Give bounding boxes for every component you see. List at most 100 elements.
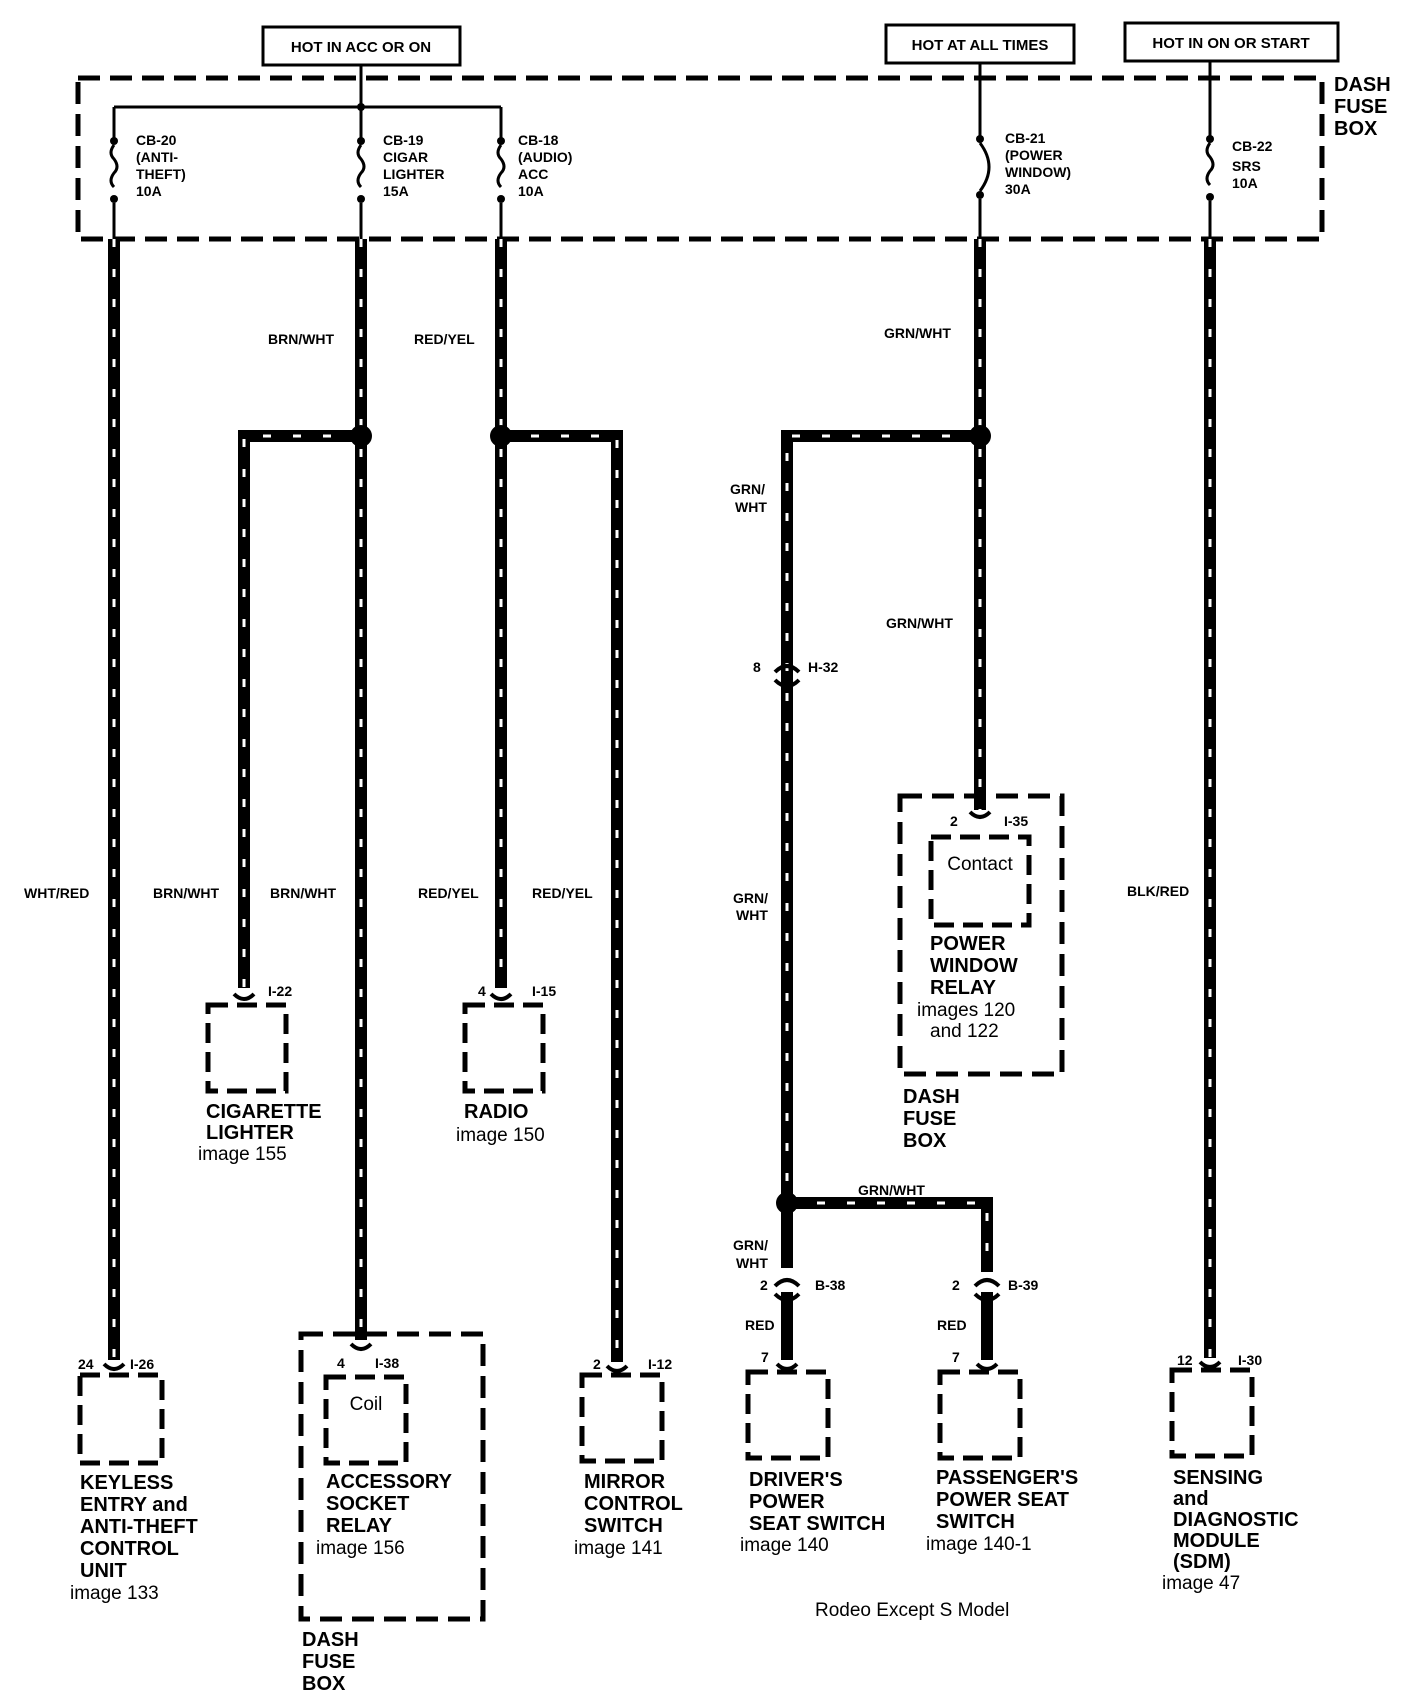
fuse-cb18 <box>496 107 506 239</box>
svg-text:GRN/: GRN/ <box>733 1237 768 1253</box>
svg-text:KEYLESS: KEYLESS <box>80 1472 173 1494</box>
svg-text:RED/YEL: RED/YEL <box>418 885 479 901</box>
svg-text:I-12: I-12 <box>648 1356 672 1372</box>
svg-text:image 140: image 140 <box>740 1535 829 1556</box>
svg-text:15A: 15A <box>383 183 409 199</box>
svg-text:WHT/RED: WHT/RED <box>24 885 89 901</box>
svg-text:BOX: BOX <box>1334 118 1378 140</box>
svg-text:POWER: POWER <box>930 933 1006 955</box>
fuse-cb20 <box>109 107 119 239</box>
svg-text:GRN/WHT: GRN/WHT <box>858 1182 925 1198</box>
svg-text:SRS: SRS <box>1232 158 1261 174</box>
svg-text:2: 2 <box>593 1356 601 1372</box>
svg-text:10A: 10A <box>1232 175 1258 191</box>
connector-b39-symbol <box>973 1278 1001 1302</box>
wire-stripes <box>112 239 1212 1362</box>
svg-text:UNIT: UNIT <box>80 1560 127 1582</box>
svg-text:image 150: image 150 <box>456 1125 545 1146</box>
svg-text:I-15: I-15 <box>532 983 556 999</box>
svg-text:WINDOW): WINDOW) <box>1005 164 1071 180</box>
svg-text:12: 12 <box>1177 1352 1193 1368</box>
svg-text:7: 7 <box>952 1349 960 1365</box>
svg-text:RED: RED <box>745 1317 775 1333</box>
svg-text:I-30: I-30 <box>1238 1352 1262 1368</box>
svg-text:LIGHTER: LIGHTER <box>206 1122 294 1144</box>
svg-text:LIGHTER: LIGHTER <box>383 166 444 182</box>
svg-text:WINDOW: WINDOW <box>930 955 1018 977</box>
svg-text:Coil: Coil <box>350 1394 383 1415</box>
fuse-cb20-label: CB-20 (ANTI- THEFT) 10A <box>136 132 186 199</box>
svg-text:BRN/WHT: BRN/WHT <box>153 885 220 901</box>
svg-text:FUSE: FUSE <box>903 1108 956 1130</box>
header-start: HOT IN ON OR START <box>1123 21 1340 63</box>
svg-text:THEFT): THEFT) <box>136 166 186 182</box>
svg-text:GRN/: GRN/ <box>733 890 768 906</box>
svg-text:CB-18: CB-18 <box>518 132 559 148</box>
component-driver-seat-switch: DRIVER'S POWER SEAT SWITCH image 140 <box>740 1369 885 1556</box>
svg-text:ACCESSORY: ACCESSORY <box>326 1471 453 1493</box>
fuse-cb22-label: CB-22 SRS 10A <box>1232 138 1273 191</box>
svg-text:DIAGNOSTIC: DIAGNOSTIC <box>1173 1509 1299 1531</box>
svg-text:2: 2 <box>952 1277 960 1293</box>
header-start-label: HOT IN ON OR START <box>1152 35 1309 52</box>
connector-b38-symbol <box>773 1278 801 1302</box>
component-power-window-relay: Contact POWER WINDOW RELAY images 120 an… <box>897 793 1065 1152</box>
svg-text:CONTROL: CONTROL <box>80 1538 179 1560</box>
svg-text:RED/YEL: RED/YEL <box>532 885 593 901</box>
svg-text:WHT: WHT <box>736 907 768 923</box>
splice-cb18 <box>490 425 512 447</box>
svg-text:BRN/WHT: BRN/WHT <box>270 885 337 901</box>
svg-text:RELAY: RELAY <box>930 977 997 999</box>
svg-text:Contact: Contact <box>947 854 1013 875</box>
svg-text:DASH: DASH <box>302 1629 359 1651</box>
svg-text:MIRROR: MIRROR <box>584 1471 666 1493</box>
component-cigarette-lighter: CIGARETTE LIGHTER image 155 <box>198 1002 322 1165</box>
svg-text:CB-21: CB-21 <box>1005 130 1046 146</box>
svg-text:DASH: DASH <box>903 1086 960 1108</box>
fuse-cb21 <box>976 78 991 239</box>
svg-text:BOX: BOX <box>302 1673 346 1695</box>
dash-fuse-box-outline <box>75 75 1325 242</box>
svg-text:CB-22: CB-22 <box>1232 138 1273 154</box>
svg-text:I-22: I-22 <box>268 983 292 999</box>
svg-text:CONTROL: CONTROL <box>584 1493 683 1515</box>
svg-text:CIGAR: CIGAR <box>383 149 428 165</box>
svg-text:image 155: image 155 <box>198 1144 287 1165</box>
svg-text:4: 4 <box>337 1355 345 1371</box>
component-accessory-socket-relay: Coil ACCESSORY SOCKET RELAY image 156 DA… <box>298 1331 486 1695</box>
splice-seat <box>776 1192 798 1214</box>
svg-text:B-38: B-38 <box>815 1277 846 1293</box>
svg-text:4: 4 <box>478 983 486 999</box>
component-sdm: SENSING and DIAGNOSTIC MODULE (SDM) imag… <box>1162 1367 1299 1594</box>
svg-text:POWER: POWER <box>749 1491 825 1513</box>
svg-text:image 141: image 141 <box>574 1538 663 1559</box>
svg-text:FUSE: FUSE <box>1334 96 1387 118</box>
svg-text:24: 24 <box>78 1356 94 1372</box>
svg-text:SENSING: SENSING <box>1173 1467 1263 1489</box>
svg-text:WHT: WHT <box>736 1255 768 1271</box>
wires <box>108 239 1216 1362</box>
svg-text:image 140-1: image 140-1 <box>926 1534 1032 1555</box>
svg-text:RED: RED <box>937 1317 967 1333</box>
component-mirror-control-switch: MIRROR CONTROL SWITCH image 141 <box>574 1372 683 1559</box>
svg-text:image 133: image 133 <box>70 1583 159 1604</box>
header-acc: HOT IN ACC OR ON <box>261 25 462 67</box>
dash-fuse-box-label: DASH FUSE BOX <box>1334 74 1391 140</box>
svg-text:I-38: I-38 <box>375 1355 399 1371</box>
header-always-label: HOT AT ALL TIMES <box>912 37 1049 54</box>
svg-text:SOCKET: SOCKET <box>326 1493 409 1515</box>
svg-text:SWITCH: SWITCH <box>584 1515 663 1537</box>
svg-text:H-32: H-32 <box>808 659 839 675</box>
wire-mirror <box>501 430 623 1362</box>
wire-labels: BRN/WHT RED/YEL GRN/WHT GRN/ WHT GRN/WHT… <box>24 325 1189 1333</box>
svg-text:GRN/: GRN/ <box>730 481 765 497</box>
svg-text:BRN/WHT: BRN/WHT <box>268 331 335 347</box>
connector-labels: I-22 4 I-15 8 H-32 2 I-35 24 I-26 4 I-38… <box>78 659 1262 1372</box>
wire-cigarette-lighter <box>238 430 361 988</box>
svg-text:(POWER: (POWER <box>1005 147 1063 163</box>
svg-text:BLK/RED: BLK/RED <box>1127 883 1189 899</box>
fuse-cb19 <box>356 107 366 239</box>
svg-text:RELAY: RELAY <box>326 1515 393 1537</box>
svg-text:CIGARETTE: CIGARETTE <box>206 1101 322 1123</box>
fuse-cb19-label: CB-19 CIGAR LIGHTER 15A <box>383 132 444 199</box>
